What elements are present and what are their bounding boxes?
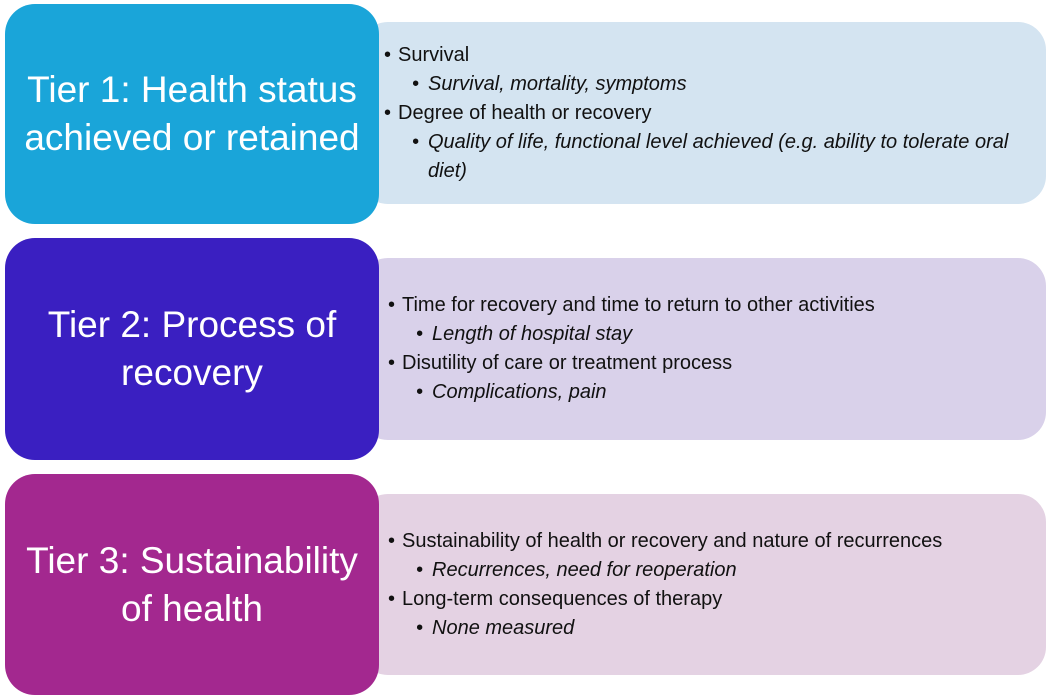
tier-1-item-2-text: Degree of health or recovery xyxy=(398,101,652,124)
tier-3-item-2: Long-term consequences of therapy None m… xyxy=(388,585,1022,643)
tier-3-item-1: Sustainability of health or recovery and… xyxy=(388,527,1022,585)
tier-1-title-box: Tier 1: Health status achieved or retain… xyxy=(5,4,379,224)
tier-2-title: Tier 2: Process of recovery xyxy=(47,304,337,393)
tier-3-items: Sustainability of health or recovery and… xyxy=(388,527,1022,643)
tier-1-item-2: Degree of health or recovery Quality of … xyxy=(384,99,1022,186)
tier-3-title: Tier 3: Sustainability of health xyxy=(26,539,358,629)
tier-1-row: Survival Survival, mortality, symptoms D… xyxy=(0,4,1050,224)
tier-2-item-2-sub-1: Complications, pain xyxy=(416,378,1022,407)
tier-1-item-2-sub-1: Quality of life, functional level achiev… xyxy=(412,128,1022,186)
tier-3-item-1-text: Sustainability of health or recovery and… xyxy=(402,529,943,552)
tier-2-item-1-sub-1: Length of hospital stay xyxy=(416,320,1022,349)
tier-1-panel: Survival Survival, mortality, symptoms D… xyxy=(360,22,1046,204)
tier-2-item-1-text: Time for recovery and time to return to … xyxy=(402,294,875,316)
tier-3-item-1-sub-1: Recurrences, need for reoperation xyxy=(416,556,1022,585)
tier-1-items: Survival Survival, mortality, symptoms D… xyxy=(384,41,1022,186)
tier-2-row: Time for recovery and time to return to … xyxy=(0,238,1050,460)
tier-2-title-box: Tier 2: Process of recovery xyxy=(5,238,379,460)
tier-3-row: Sustainability of health or recovery and… xyxy=(0,474,1050,695)
tier-3-item-2-sub-1: None measured xyxy=(416,614,1022,643)
tier-3-panel: Sustainability of health or recovery and… xyxy=(360,494,1046,675)
tier-2-item-2: Disutility of care or treatment process … xyxy=(388,349,1022,407)
tier-2-panel: Time for recovery and time to return to … xyxy=(360,258,1046,440)
tier-1-item-1-sub-1: Survival, mortality, symptoms xyxy=(412,70,1022,99)
tier-2-items: Time for recovery and time to return to … xyxy=(388,291,1022,407)
tier-1-item-1-text: Survival xyxy=(398,43,470,66)
tier-3-title-box: Tier 3: Sustainability of health xyxy=(5,474,379,695)
tier-1-title: Tier 1: Health status achieved or retain… xyxy=(24,69,360,158)
tier-2-item-1: Time for recovery and time to return to … xyxy=(388,291,1022,349)
tier-3-item-2-text: Long-term consequences of therapy xyxy=(402,587,723,610)
tier-1-item-1: Survival Survival, mortality, symptoms xyxy=(384,41,1022,99)
tier-2-item-2-text: Disutility of care or treatment process xyxy=(402,352,733,374)
